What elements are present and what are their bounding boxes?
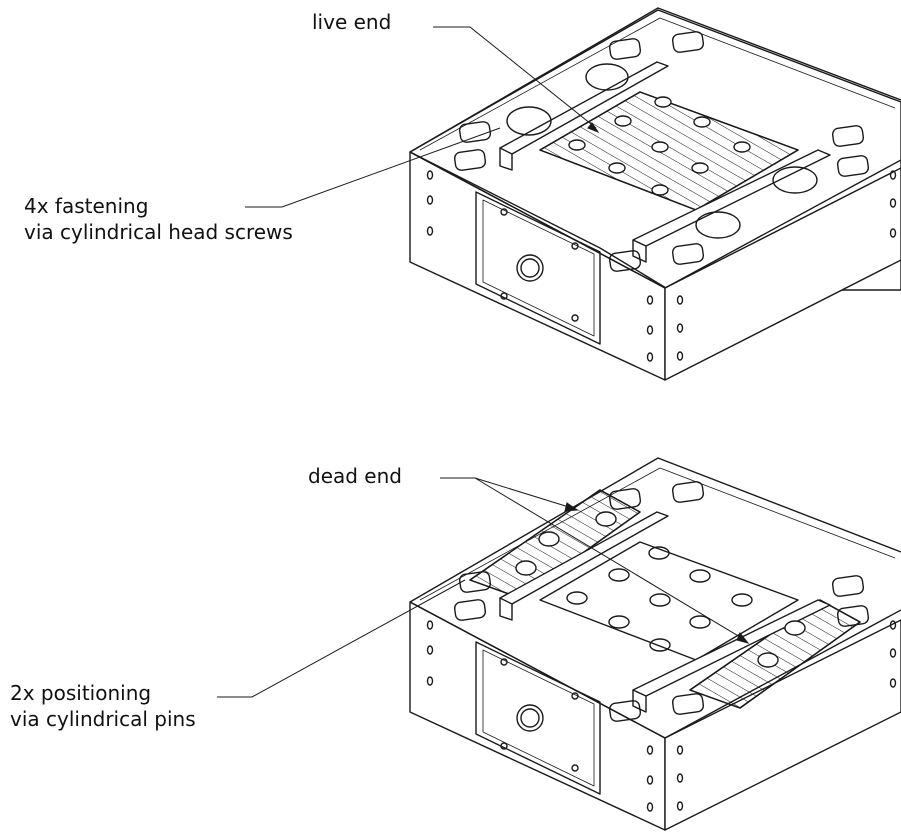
bottom-load-cell-assembly xyxy=(409,457,901,831)
fastening-label: 4x fastening via cylindrical head screws xyxy=(24,193,293,245)
connector-plate xyxy=(475,191,601,345)
front-right-face-2 xyxy=(664,619,901,831)
positioning-label-line1: 2x positioning xyxy=(10,681,152,705)
connector-plate-2 xyxy=(475,641,601,795)
top-load-cell-assembly xyxy=(409,7,901,381)
leader-lines-top xyxy=(245,26,600,208)
positioning-label: 2x positioning via cylindrical pins xyxy=(10,680,196,732)
left-rail xyxy=(499,61,669,155)
fastening-label-line1: 4x fastening xyxy=(24,194,149,218)
front-right-face xyxy=(664,167,901,381)
leader-lines-bottom xyxy=(217,477,750,698)
front-left-face-2 xyxy=(409,601,666,831)
right-rail xyxy=(632,149,831,247)
dead-end-label: dead end xyxy=(308,464,402,488)
live-end-label: live end xyxy=(312,10,392,34)
positioning-label-line2: via cylindrical pins xyxy=(10,707,196,731)
fastening-label-line2: via cylindrical head screws xyxy=(24,220,293,244)
